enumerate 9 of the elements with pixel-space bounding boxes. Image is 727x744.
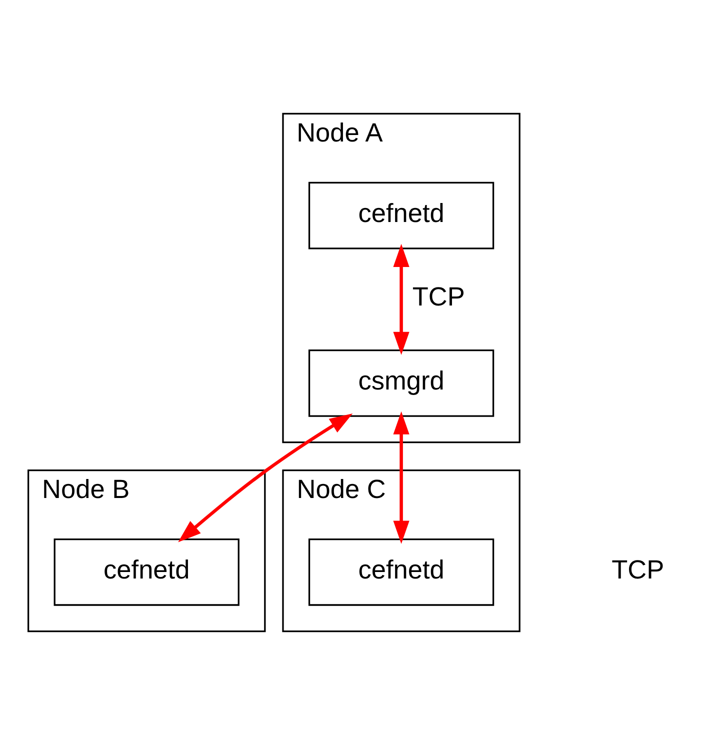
node-box: cefnetd [54, 538, 240, 606]
arrow [393, 243, 410, 354]
edge-label: TCP [412, 281, 465, 312]
node-box: cefnetd [308, 181, 494, 249]
label: TCP [612, 554, 664, 584]
node-box: csmgrd [308, 349, 494, 416]
arrow [393, 410, 410, 544]
arrow [178, 413, 353, 542]
node-box: cefnetd [308, 538, 494, 606]
